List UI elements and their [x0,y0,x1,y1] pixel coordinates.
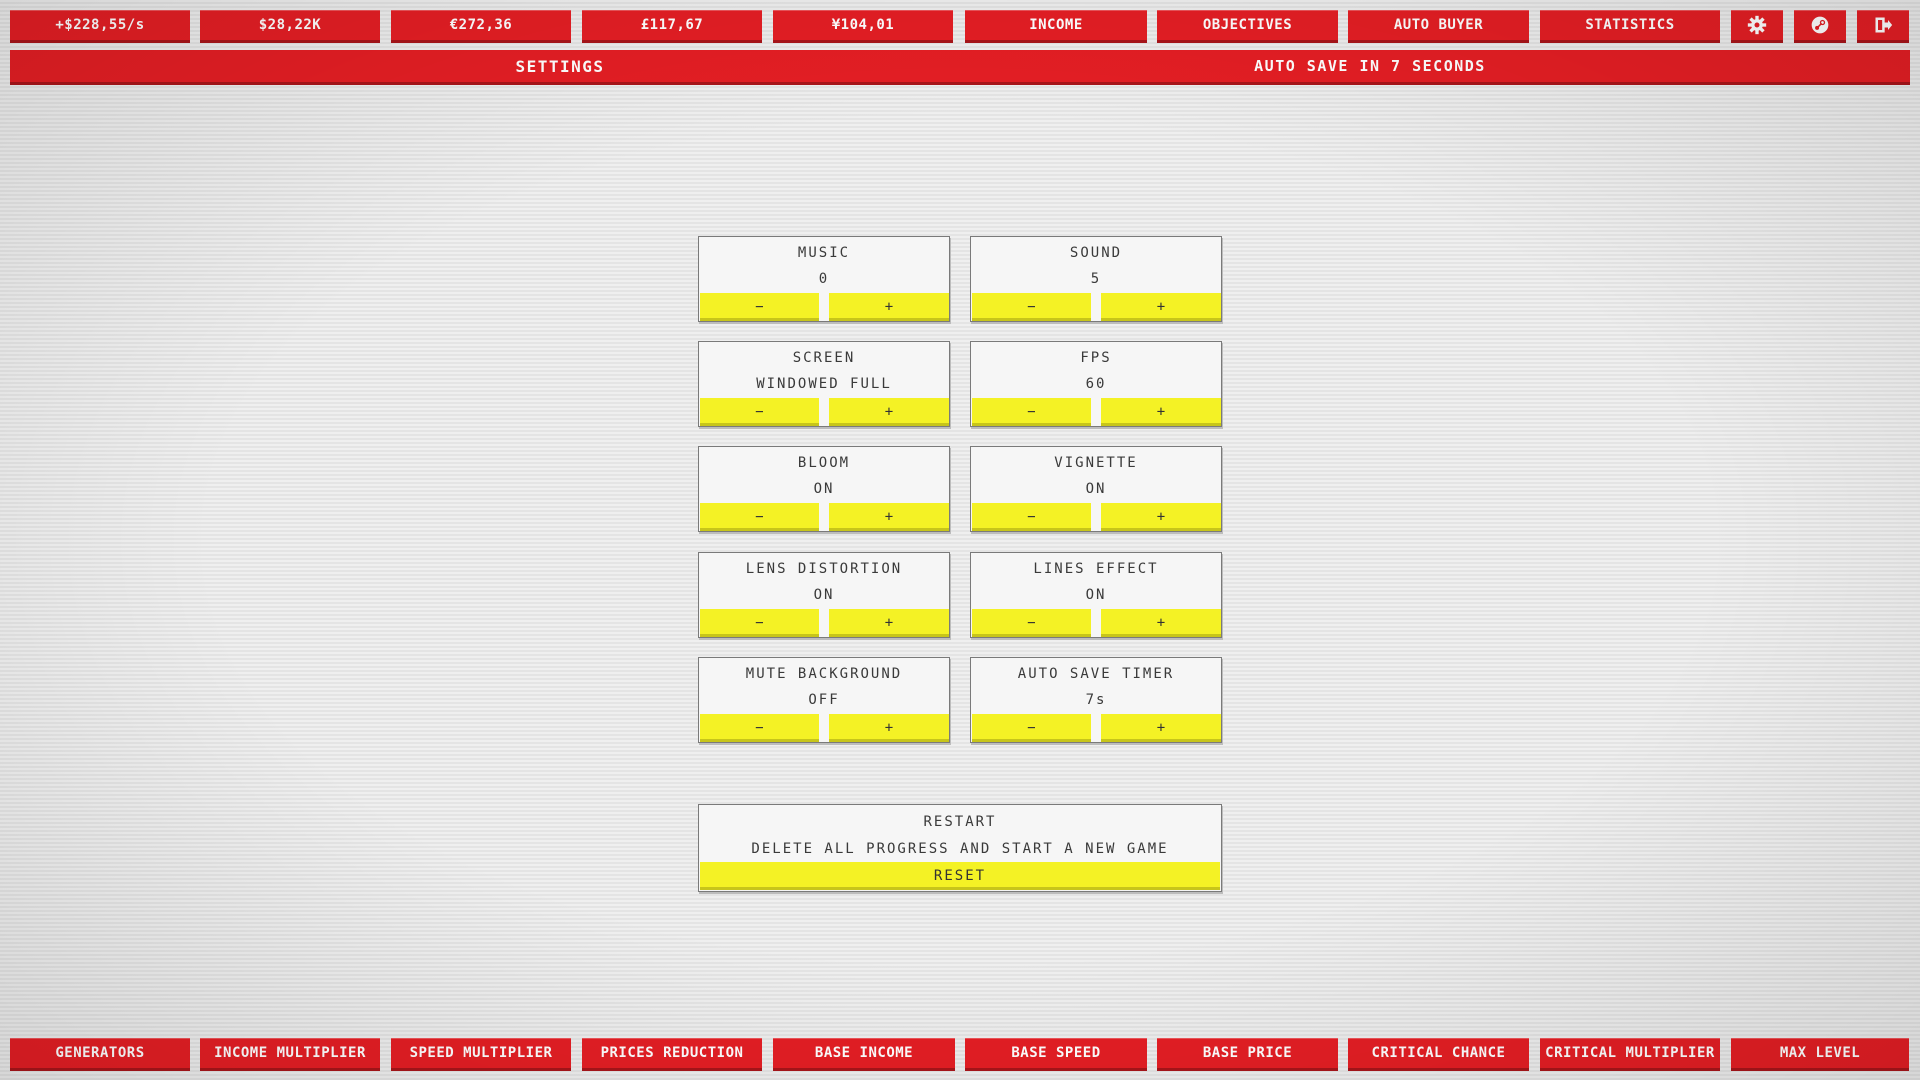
lines-effect-decrease-button[interactable]: − [972,609,1091,637]
mute-background-setting-card: MUTE BACKGROUND OFF − + [698,657,950,743]
setting-label: MUSIC [797,245,851,261]
sound-increase-button[interactable]: + [1101,293,1221,321]
generators-tab-button[interactable]: GENERATORS [10,1038,190,1068]
gbp-balance-display: £117,67 [582,10,762,40]
auto-buyer-tab-button[interactable]: AUTO BUYER [1348,10,1529,40]
settings-header-bar: SETTINGS AUTO SAVE IN 7 SECONDS [10,50,1910,82]
setting-label: MUTE BACKGROUND [745,666,903,682]
fps-setting-card: FPS 60 − + [970,341,1222,427]
base-income-tab-button[interactable]: BASE INCOME [773,1038,955,1068]
music-increase-button[interactable]: + [829,293,949,321]
exit-button[interactable] [1857,10,1909,40]
lens-distortion-increase-button[interactable]: + [829,609,949,637]
critical-multiplier-tab-button[interactable]: CRITICAL MULTIPLIER [1540,1038,1720,1068]
income-tab-button[interactable]: INCOME [965,10,1147,40]
bloom-setting-card: BLOOM ON − + [698,446,950,532]
fps-increase-button[interactable]: + [1101,398,1221,426]
setting-label: FPS [1080,350,1112,366]
auto-save-timer-decrease-button[interactable]: − [972,714,1091,742]
setting-value: 5 [1090,271,1102,287]
auto-save-timer-increase-button[interactable]: + [1101,714,1221,742]
statistics-tab-button[interactable]: STATISTICS [1540,10,1720,40]
setting-value: 60 [1085,376,1107,392]
music-decrease-button[interactable]: − [700,293,819,321]
base-price-tab-button[interactable]: BASE PRICE [1157,1038,1338,1068]
autosave-countdown: AUTO SAVE IN 7 SECONDS [1254,57,1486,75]
auto-save-timer-setting-card: AUTO SAVE TIMER 7s − + [970,657,1222,743]
fps-decrease-button[interactable]: − [972,398,1091,426]
setting-value: OFF [808,692,840,708]
vignette-decrease-button[interactable]: − [972,503,1091,531]
sound-decrease-button[interactable]: − [972,293,1091,321]
setting-value: ON [813,481,835,497]
income-rate-display: +$228,55/s [10,10,190,40]
restart-card: RESTART DELETE ALL PROGRESS AND START A … [698,804,1222,892]
base-speed-tab-button[interactable]: BASE SPEED [965,1038,1147,1068]
restart-title: RESTART [923,814,997,830]
setting-value: 7s [1085,692,1107,708]
lines-effect-setting-card: LINES EFFECT ON − + [970,552,1222,638]
sound-setting-card: SOUND 5 − + [970,236,1222,322]
music-setting-card: MUSIC 0 − + [698,236,950,322]
prices-reduction-tab-button[interactable]: PRICES REDUCTION [582,1038,762,1068]
screen-setting-card: SCREEN WINDOWED FULL − + [698,341,950,427]
restart-description: DELETE ALL PROGRESS AND START A NEW GAME [751,841,1169,857]
jpy-balance-display: ¥104,01 [773,10,953,40]
reset-button[interactable]: RESET [700,862,1220,890]
setting-label: AUTO SAVE TIMER [1017,666,1175,682]
lines-effect-increase-button[interactable]: + [1101,609,1221,637]
critical-chance-tab-button[interactable]: CRITICAL CHANCE [1348,1038,1529,1068]
screen-decrease-button[interactable]: − [700,398,819,426]
setting-label: SCREEN [792,350,856,366]
speed-multiplier-tab-button[interactable]: SPEED MULTIPLIER [391,1038,571,1068]
gear-icon [1747,15,1767,35]
steam-icon [1811,16,1829,34]
page-title: SETTINGS [515,56,605,76]
setting-value: 0 [818,271,830,287]
usd-balance-display: $28,22K [200,10,380,40]
settings-button[interactable] [1731,10,1783,40]
lens-distortion-setting-card: LENS DISTORTION ON − + [698,552,950,638]
mute-background-increase-button[interactable]: + [829,714,949,742]
setting-label: BLOOM [797,455,851,471]
vignette-setting-card: VIGNETTE ON − + [970,446,1222,532]
max-level-tab-button[interactable]: MAX LEVEL [1731,1038,1909,1068]
lens-distortion-decrease-button[interactable]: − [700,609,819,637]
steam-button[interactable] [1794,10,1846,40]
vignette-increase-button[interactable]: + [1101,503,1221,531]
setting-label: LENS DISTORTION [745,561,903,577]
bloom-decrease-button[interactable]: − [700,503,819,531]
income-multiplier-tab-button[interactable]: INCOME MULTIPLIER [200,1038,380,1068]
exit-icon [1875,17,1893,33]
setting-value: ON [1085,481,1107,497]
objectives-tab-button[interactable]: OBJECTIVES [1157,10,1338,40]
setting-label: VIGNETTE [1054,455,1138,471]
screen-increase-button[interactable]: + [829,398,949,426]
setting-value: ON [1085,587,1107,603]
setting-label: SOUND [1069,245,1123,261]
mute-background-decrease-button[interactable]: − [700,714,819,742]
setting-value: WINDOWED FULL [756,376,892,392]
setting-value: ON [813,587,835,603]
bloom-increase-button[interactable]: + [829,503,949,531]
eur-balance-display: €272,36 [391,10,571,40]
setting-label: LINES EFFECT [1033,561,1159,577]
